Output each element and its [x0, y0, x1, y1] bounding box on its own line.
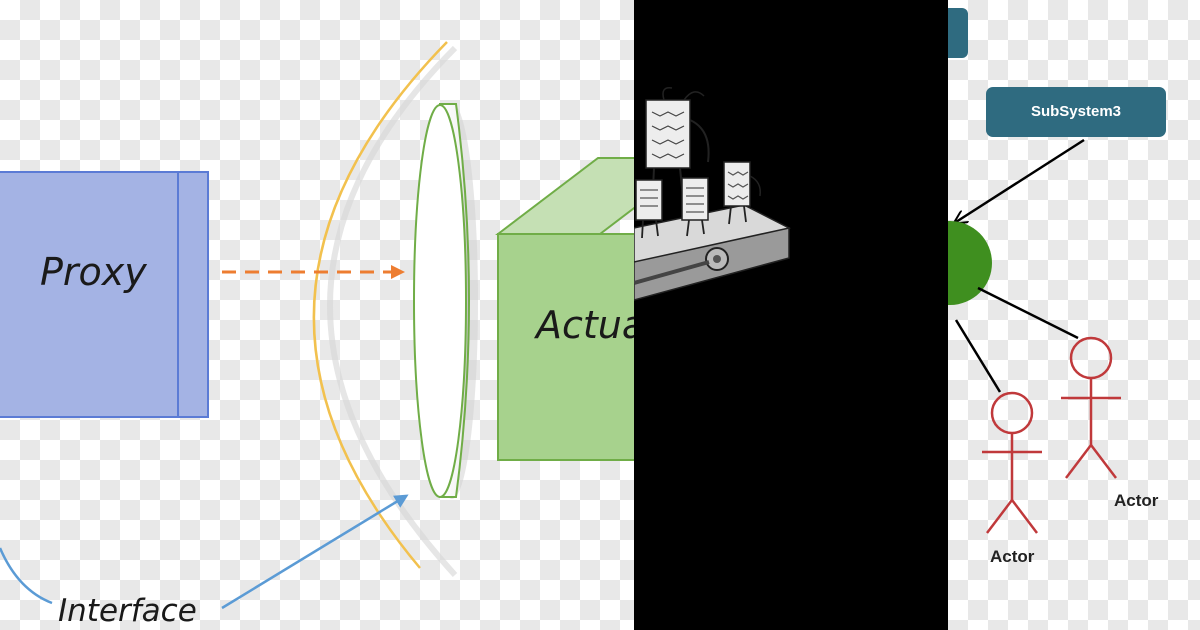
proxy-box	[0, 171, 209, 418]
interface-lens	[413, 103, 478, 499]
interface-arc	[312, 41, 448, 569]
robot-small-2	[681, 177, 709, 237]
actual-subject-cube	[495, 157, 634, 461]
robot-small-1	[635, 179, 663, 239]
robot-cart-illustration	[634, 0, 948, 630]
association-line-left	[954, 319, 1002, 393]
use-case-diagram: SubSystem3 Actor Actor	[948, 0, 1200, 630]
actual-label: Actua	[536, 303, 634, 347]
proxy-label: Proxy	[40, 250, 147, 294]
interface-pointer-arrow	[221, 494, 409, 610]
actor-right-label: Actor	[1114, 491, 1159, 510]
subsystem-arrow	[956, 138, 1085, 222]
actor-left-figure	[982, 391, 1042, 534]
use-case-ellipse	[948, 221, 992, 305]
subsystem-box-partial	[948, 8, 968, 58]
robot-small-3	[723, 161, 762, 225]
robot-cart-canvas	[634, 87, 792, 301]
proxy-pattern-diagram: Proxy Actua Interface	[0, 0, 634, 630]
interface-label: Interface	[58, 593, 197, 629]
association-line-right	[977, 286, 1079, 340]
actor-left-label: Actor	[990, 547, 1035, 566]
subsystem3-box	[986, 87, 1166, 137]
subsystem3-label: SubSystem3	[1030, 103, 1122, 120]
proxy-diagram-canvas	[0, 41, 634, 610]
actor-right-figure	[1061, 336, 1121, 479]
interface-pointer-left	[0, 547, 53, 605]
use-case-canvas	[948, 8, 1166, 534]
